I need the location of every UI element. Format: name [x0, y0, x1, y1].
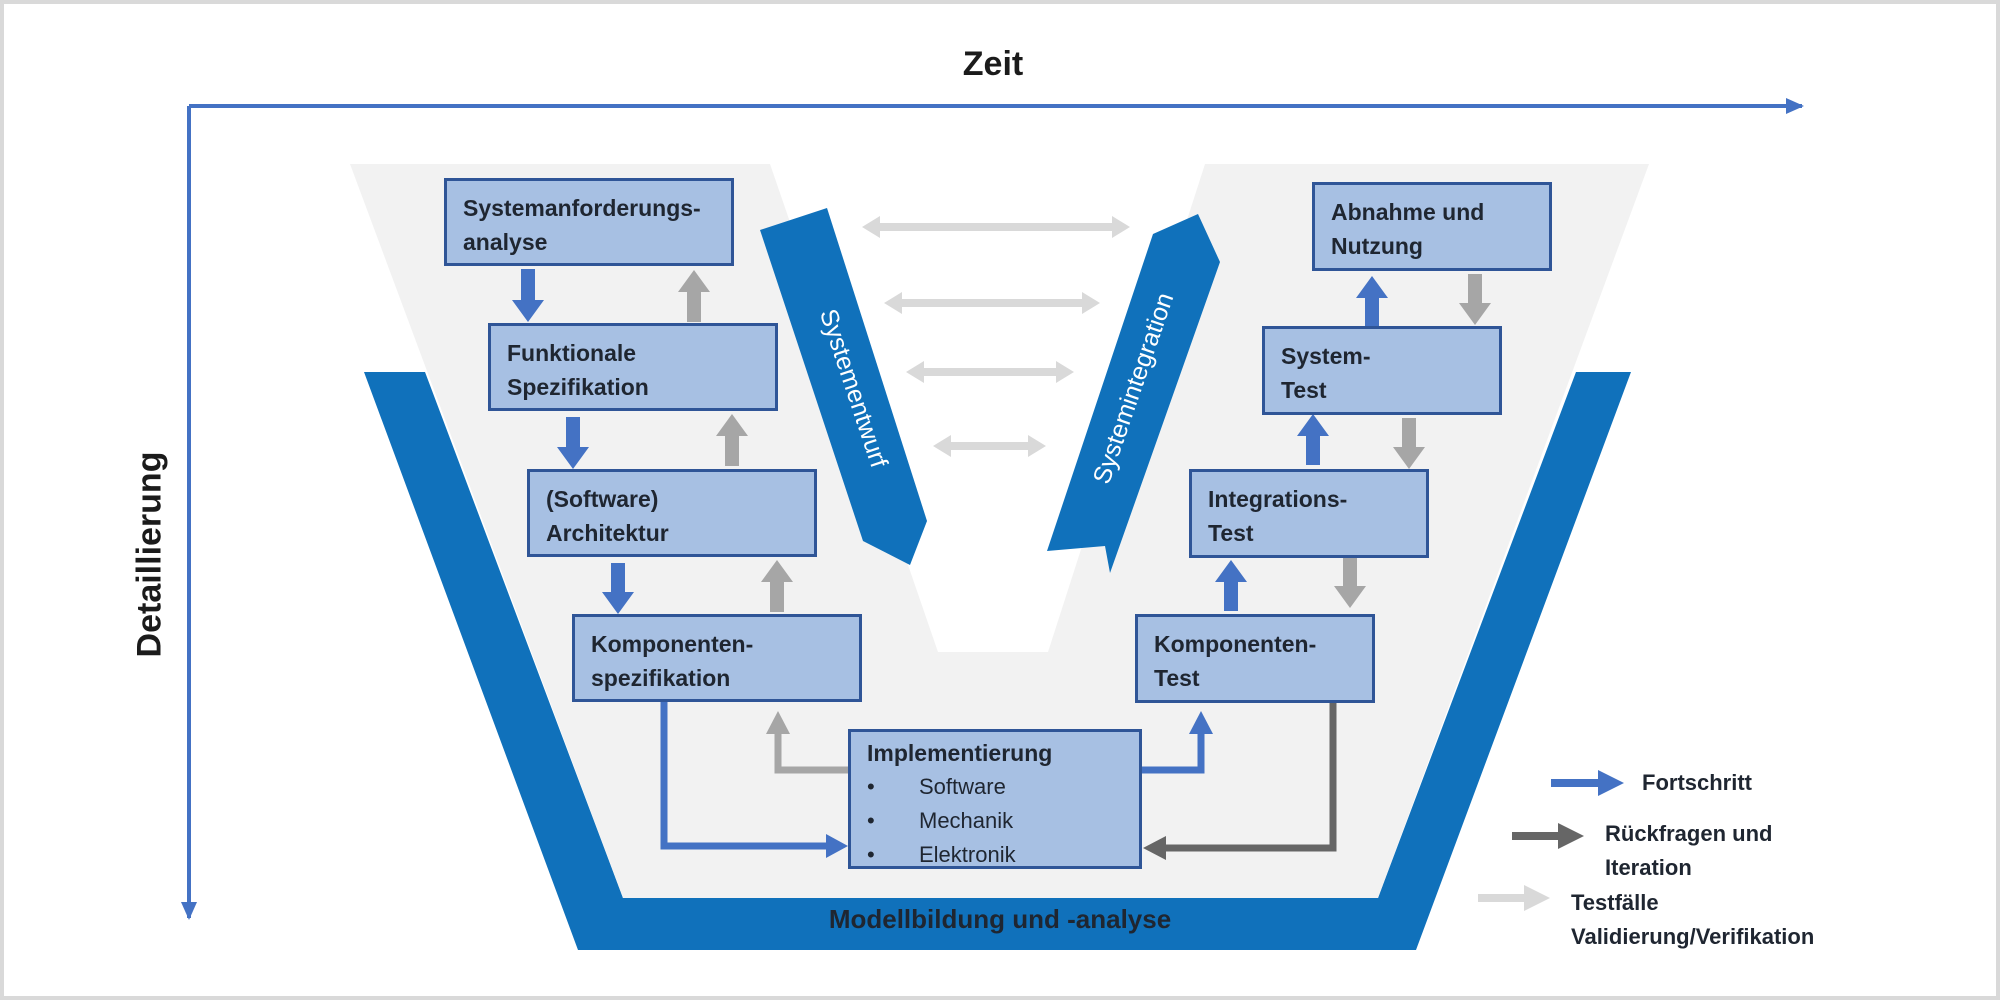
- box-systemanforderungsanalyse: Systemanforderungs- analyse: [444, 178, 734, 266]
- box-komponentenspezifikation: Komponenten- spezifikation: [572, 614, 862, 702]
- implementation-item: Software: [867, 770, 1123, 804]
- box-line: Funktionale: [507, 340, 637, 366]
- box-line: (Software): [546, 486, 659, 512]
- feedback-arrow: [678, 270, 710, 322]
- progress-arrows-right: [1215, 276, 1388, 611]
- box-line: Komponenten-: [591, 631, 754, 657]
- progress-arrowhead-left: [826, 834, 848, 858]
- box-line: Nutzung: [1331, 233, 1423, 259]
- box-line: Test: [1208, 520, 1254, 546]
- box-funktionale-spezifikation: Funktionale Spezifikation: [488, 323, 778, 411]
- box-line: Abnahme und: [1331, 199, 1485, 225]
- progress-connector-left: [660, 700, 826, 850]
- feedback-arrow: [1459, 274, 1491, 325]
- legend-feedback-label: Rückfragen und Iteration: [1605, 817, 1772, 885]
- y-axis-label: Detaillierung: [130, 451, 169, 658]
- feedback-arrows-left: [678, 270, 793, 612]
- progress-arrows-left: [512, 269, 634, 614]
- feedback-arrow: [1334, 556, 1366, 608]
- feedback-arrow: [761, 560, 793, 612]
- box-line: Test: [1281, 377, 1327, 403]
- progress-arrow: [512, 269, 544, 322]
- implementation-title: Implementierung: [867, 740, 1053, 766]
- progress-arrowhead-right: [1189, 711, 1213, 734]
- feedback-connector-right: [1165, 700, 1337, 852]
- box-line: Architektur: [546, 520, 669, 546]
- implementation-item: Elektronik: [867, 838, 1123, 872]
- progress-arrow: [1297, 414, 1329, 465]
- test-case-arrows: [862, 216, 1130, 457]
- box-line: Integrations-: [1208, 486, 1348, 512]
- box-line: System-: [1281, 343, 1371, 369]
- legend-line: Iteration: [1605, 855, 1692, 880]
- feedback-arrow: [1393, 418, 1425, 469]
- legend-line: Validierung/Verifikation: [1571, 924, 1815, 949]
- implementation-item: Mechanik: [867, 804, 1123, 838]
- x-axis-label: Zeit: [962, 45, 1024, 83]
- box-line: Spezifikation: [507, 374, 649, 400]
- systementwurf-ribbon: [760, 208, 927, 565]
- progress-arrow: [1215, 560, 1247, 611]
- box-line: Komponenten-: [1154, 631, 1317, 657]
- box-integrations-test: Integrations- Test: [1189, 469, 1429, 558]
- progress-connector-right: [1139, 733, 1205, 774]
- box-line: analyse: [463, 229, 548, 255]
- testcase-arrow: [862, 216, 1130, 238]
- legend-testcase-label: Testfälle Validierung/Verifikation: [1571, 886, 1814, 954]
- box-komponenten-test: Komponenten- Test: [1135, 614, 1375, 703]
- testcase-arrow: [906, 361, 1074, 383]
- box-implementierung: Implementierung Software Mechanik Elektr…: [848, 729, 1142, 872]
- feedback-arrow: [716, 414, 748, 466]
- testcase-arrow: [933, 435, 1046, 457]
- systemintegration-ribbon: [1047, 214, 1220, 573]
- feedback-arrowhead-left: [766, 711, 790, 734]
- model-band-label: Modellbildung und -analyse: [828, 904, 1172, 934]
- feedback-arrows-right: [1334, 274, 1491, 608]
- progress-arrow: [602, 563, 634, 614]
- box-line: Systemanforderungs-: [463, 195, 701, 221]
- box-abnahme-nutzung: Abnahme und Nutzung: [1312, 182, 1552, 271]
- feedback-arrowhead-right: [1143, 836, 1166, 860]
- feedback-connector-left: [774, 733, 858, 774]
- testcase-arrow: [884, 292, 1100, 314]
- progress-arrow: [1356, 276, 1388, 326]
- box-software-architektur: (Software) Architektur: [527, 469, 817, 557]
- implementation-list: Software Mechanik Elektronik: [867, 770, 1123, 872]
- box-line: spezifikation: [591, 665, 731, 691]
- progress-arrow: [557, 417, 589, 469]
- legend-line: Rückfragen und: [1605, 821, 1773, 846]
- legend-line: Testfälle: [1571, 890, 1659, 915]
- box-system-test: System- Test: [1262, 326, 1502, 415]
- box-line: Test: [1154, 665, 1200, 691]
- legend-progress-label: Fortschritt: [1642, 770, 1752, 795]
